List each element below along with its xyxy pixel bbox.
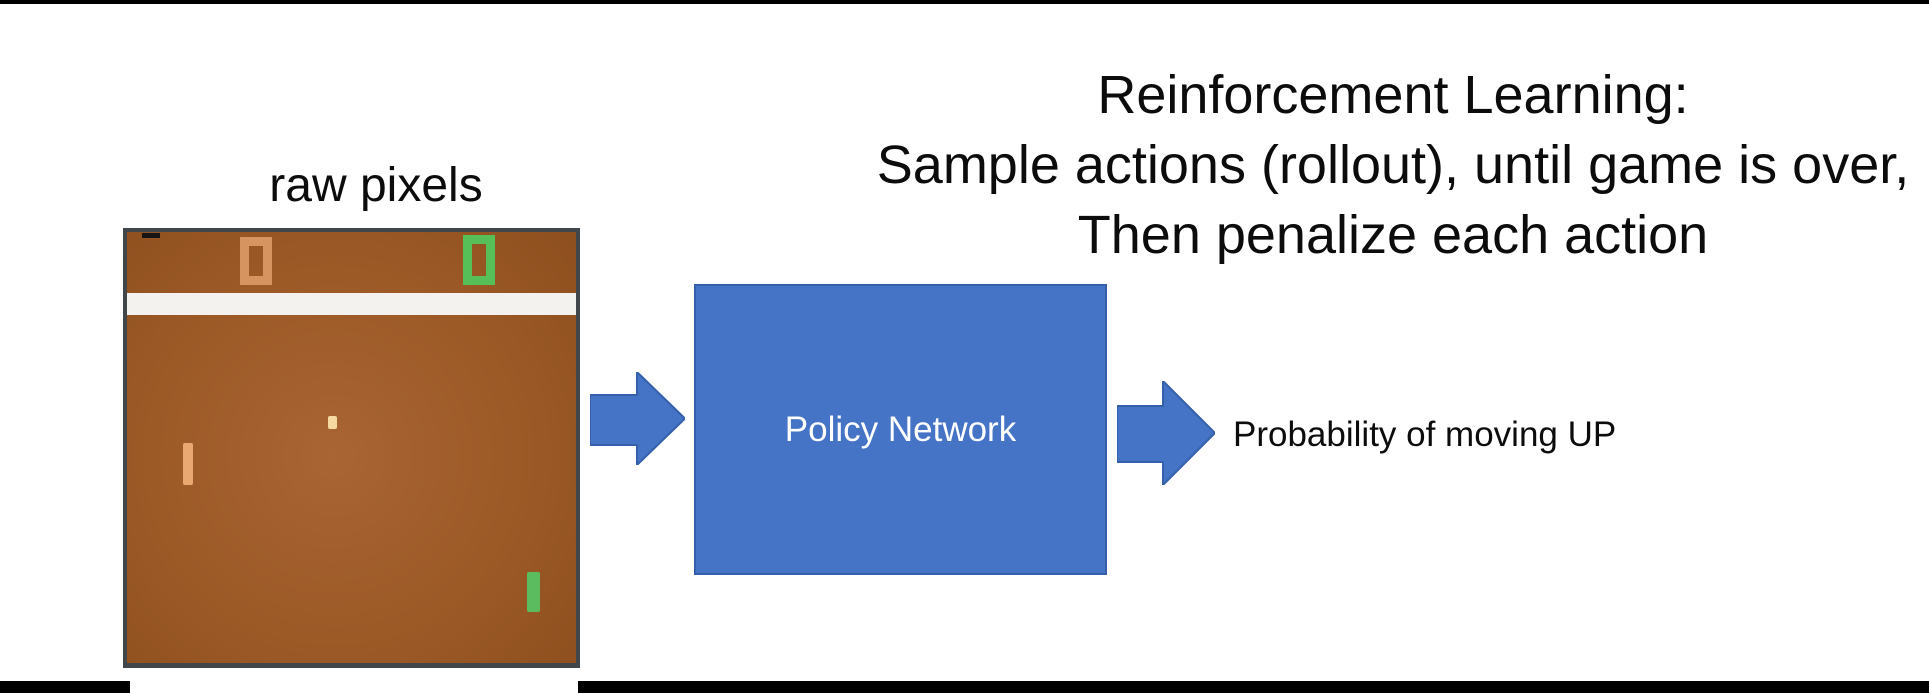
pong-game-screenshot: [123, 228, 580, 668]
raw-pixels-caption: raw pixels: [269, 159, 483, 212]
probability-output-label: Probability of moving UP: [1233, 415, 1617, 454]
input-arrow-shape: [590, 372, 685, 465]
title-line-3: Then penalize each action: [1077, 205, 1709, 265]
policy-network-label: Policy Network: [784, 409, 1017, 449]
policy-network-box: Policy Network: [694, 284, 1107, 575]
game-center-band: [127, 293, 576, 315]
game-ball: [328, 416, 337, 429]
top-black-rule: [0, 0, 1929, 4]
game-top-left-dash: [142, 233, 160, 238]
output-arrow-icon: [1117, 381, 1215, 485]
title-line-1: Reinforcement Learning:: [1097, 65, 1689, 125]
left-paddle: [183, 443, 193, 485]
slide-title: Reinforcement Learning: Sample actions (…: [858, 60, 1928, 270]
bottom-black-rule-left: [0, 681, 130, 693]
right-score-digit-zero: [463, 235, 495, 285]
bottom-black-rule-right: [578, 681, 1929, 693]
input-arrow-icon: [590, 372, 685, 465]
output-arrow-shape: [1117, 381, 1215, 485]
title-line-2: Sample actions (rollout), until game is …: [876, 135, 1910, 195]
right-paddle: [527, 572, 540, 612]
left-score-digit-zero: [240, 237, 272, 285]
